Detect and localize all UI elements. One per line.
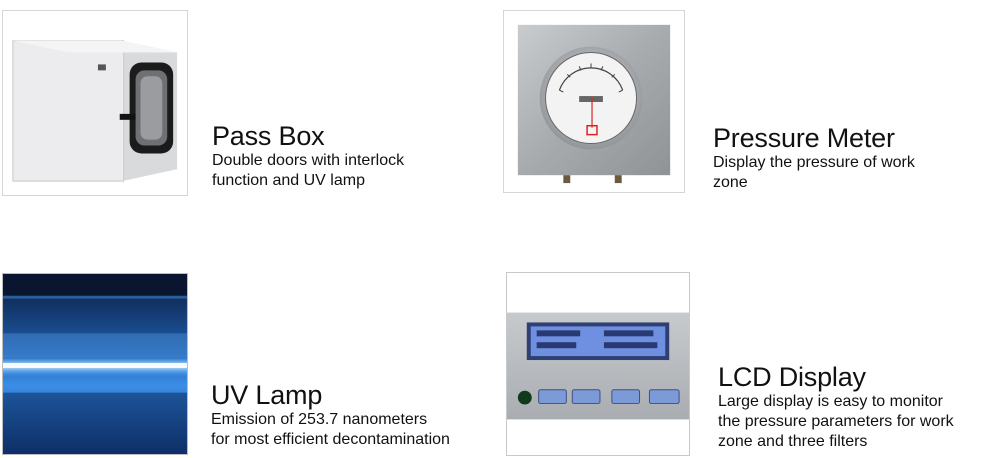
pressure-meter-illustration [504,11,684,192]
uv-lamp-desc-line-2: for most efficient decontamination [211,431,450,448]
pressure-meter-title: Pressure Meter [713,123,895,153]
pass-box-desc-line-1: Double doors with interlock [212,152,405,169]
pressure-meter-image [503,10,685,193]
lcd-display-desc-line-1: Large display is easy to monitor [718,393,943,410]
pass-box-caption: Pass Box Double doors with interlock fun… [212,121,404,191]
pass-box-title: Pass Box [212,121,325,151]
pass-box-desc-line-2: function and UV lamp [212,172,365,189]
lcd-display-desc-line-2: the pressure parameters for work [718,413,954,430]
lcd-display-image [506,272,690,456]
uv-lamp-illustration [3,274,187,454]
pass-box-image [2,10,188,196]
pass-box-illustration [3,11,187,195]
uv-lamp-desc-line-1: Emission of 253.7 nanometers [211,411,428,428]
pressure-meter-caption: Pressure Meter Display the pressure of w… [713,123,915,193]
lcd-display-title: LCD Display [718,362,866,392]
pressure-meter-desc-line-2: zone [713,174,748,191]
pressure-meter-desc-line-1: Display the pressure of work [713,154,915,171]
lcd-panel-illustration [507,273,689,455]
uv-lamp-title: UV Lamp [211,380,323,410]
lcd-display-caption: LCD Display Large display is easy to mon… [718,362,954,452]
uv-lamp-image [2,273,188,455]
lcd-display-desc-line-3: zone and three filters [718,433,868,450]
uv-lamp-caption: UV Lamp Emission of 253.7 nanometers for… [211,380,450,450]
